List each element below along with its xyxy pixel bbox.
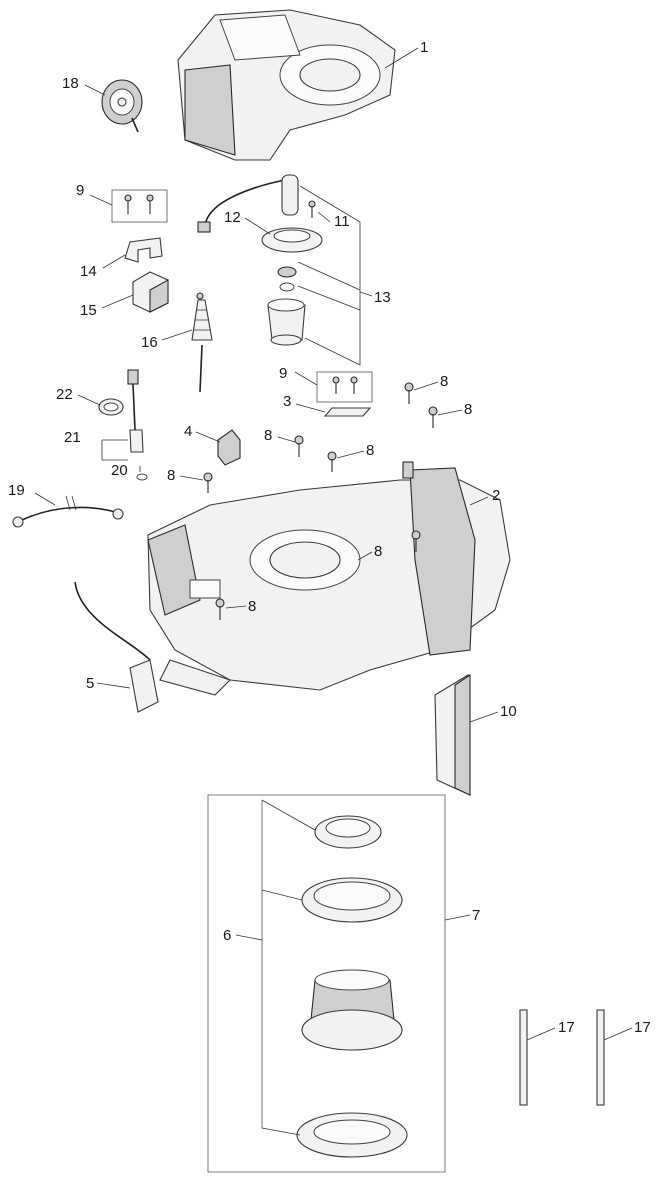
part-8-screws (203, 382, 438, 620)
callout-17-b: 17 (634, 1019, 651, 1036)
callout-18: 18 (62, 75, 79, 92)
callout-7: 7 (472, 907, 480, 924)
callout-19: 19 (8, 482, 25, 499)
callout-20: 20 (111, 462, 128, 479)
part-9-screw-set-lower (316, 371, 373, 403)
callout-5: 5 (86, 675, 94, 692)
part-11-screw (308, 200, 316, 218)
part-3-clip (323, 407, 372, 417)
callout-1: 1 (420, 39, 428, 56)
part-22-hose-clamp (98, 398, 124, 416)
callout-21: 21 (64, 429, 81, 446)
callout-15: 15 (80, 302, 97, 319)
part-4-connector (217, 429, 241, 466)
callout-8-e: 8 (167, 467, 175, 484)
part-18-small-motor (101, 79, 143, 133)
part-17-rods (519, 1009, 605, 1106)
callout-14: 14 (80, 263, 97, 280)
callout-6: 6 (223, 927, 231, 944)
callout-8-g: 8 (248, 598, 256, 615)
part-10-filter-panel (434, 673, 471, 796)
callout-8-c: 8 (264, 427, 272, 444)
callout-8-d: 8 (366, 442, 374, 459)
callout-9-a: 9 (76, 182, 84, 199)
callout-8-a: 8 (440, 373, 448, 390)
callout-17-a: 17 (558, 1019, 575, 1036)
callout-8-b: 8 (464, 401, 472, 418)
callout-16: 16 (141, 334, 158, 351)
part-1-upper-housing (177, 9, 396, 161)
callout-13: 13 (374, 289, 391, 306)
callout-2: 2 (492, 487, 500, 504)
part-21-sensor (127, 369, 148, 481)
part-7-motor-assembly (207, 794, 446, 1173)
callout-8-f: 8 (374, 543, 382, 560)
leader-lines (34, 47, 633, 1136)
part-15-relay (132, 271, 169, 313)
part-9-screw-set-upper (111, 189, 168, 223)
part-14-bracket (124, 237, 163, 263)
part-16-cable-guard (191, 292, 213, 393)
callout-3: 3 (283, 393, 291, 410)
callout-labels: 1 2 3 4 5 6 7 8 8 8 8 8 8 8 9 9 10 11 12… (8, 39, 651, 1036)
part-19-cable (12, 495, 124, 528)
callout-9-b: 9 (279, 365, 287, 382)
callout-22: 22 (56, 386, 73, 403)
part-13-float-valve-assembly (197, 174, 323, 346)
part-5-sensor-cable (74, 581, 159, 713)
callout-4: 4 (184, 423, 192, 440)
callout-10: 10 (500, 703, 517, 720)
callout-11: 11 (334, 213, 350, 230)
callout-12: 12 (224, 209, 241, 226)
part-2-base-housing (147, 461, 511, 696)
